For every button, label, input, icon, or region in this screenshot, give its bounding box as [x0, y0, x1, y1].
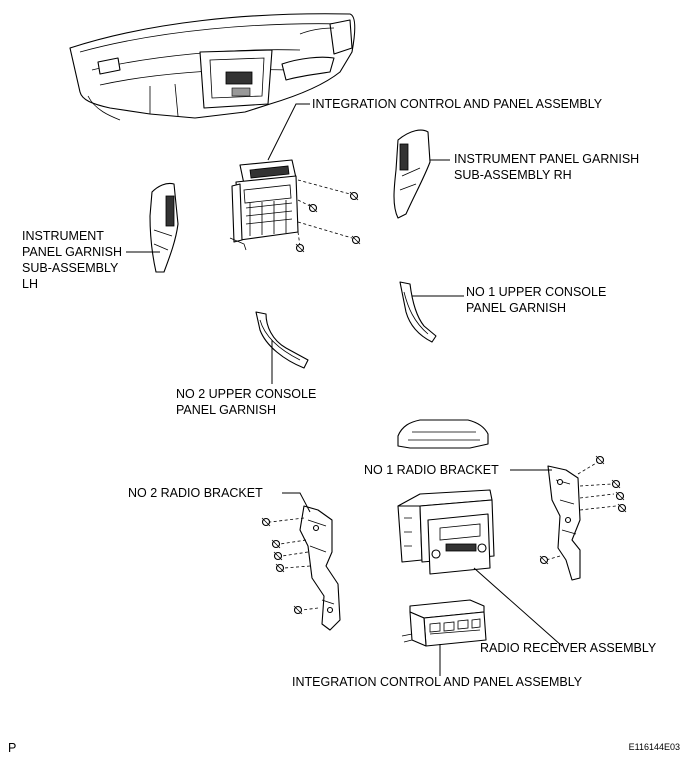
label-garnish-lh-line3: SUB-ASSEMBLY: [22, 261, 119, 275]
label-no2-upper-console-line1: NO 2 UPPER CONSOLE: [176, 387, 316, 401]
no2-upper-console-garnish-illustration: [255, 311, 309, 369]
no1-bracket-screws: [539, 455, 627, 565]
corner-letter: P: [8, 741, 16, 755]
instrument-panel-garnish-lh-illustration: [149, 182, 179, 273]
label-no1-radio-bracket: NO 1 RADIO BRACKET: [364, 463, 499, 477]
label-no2-upper-console-line2: PANEL GARNISH: [176, 403, 276, 417]
figure-code: E116144E03: [629, 742, 680, 752]
radio-top-cover-illustration: [397, 419, 489, 449]
no2-radio-bracket-illustration: [299, 505, 341, 631]
label-garnish-rh-line2: SUB-ASSEMBLY RH: [454, 168, 572, 182]
label-garnish-rh-line1: INSTRUMENT PANEL GARNISH: [454, 152, 639, 166]
label-integration-control-bottom: INTEGRATION CONTROL AND PANEL ASSEMBLY: [292, 675, 583, 689]
instrument-panel-illustration: [69, 13, 356, 121]
integration-control-panel-bottom-illustration: [401, 599, 487, 647]
integration-control-panel-top-illustration: [229, 159, 299, 251]
no1-upper-console-garnish-illustration: [399, 281, 437, 343]
leader-integration-top: [267, 103, 310, 161]
leader-no2-radio-bracket: [282, 492, 311, 513]
radio-receiver-illustration: [397, 489, 495, 575]
label-integration-control-top: INTEGRATION CONTROL AND PANEL ASSEMBLY: [312, 97, 603, 111]
instrument-panel-garnish-rh-illustration: [393, 129, 431, 219]
label-garnish-lh-line1: INSTRUMENT: [22, 229, 104, 243]
label-garnish-lh-line2: PANEL GARNISH: [22, 245, 122, 259]
label-garnish-lh-line4: LH: [22, 277, 38, 291]
label-radio-receiver: RADIO RECEIVER ASSEMBLY: [480, 641, 657, 655]
integration-top-screws: [295, 179, 361, 253]
label-no2-radio-bracket: NO 2 RADIO BRACKET: [128, 486, 263, 500]
no1-radio-bracket-illustration: [547, 465, 581, 581]
no2-bracket-screws: [261, 517, 319, 615]
leader-radio-receiver: [473, 567, 563, 647]
label-no1-upper-console-line1: NO 1 UPPER CONSOLE: [466, 285, 606, 299]
label-no1-upper-console-line2: PANEL GARNISH: [466, 301, 566, 315]
